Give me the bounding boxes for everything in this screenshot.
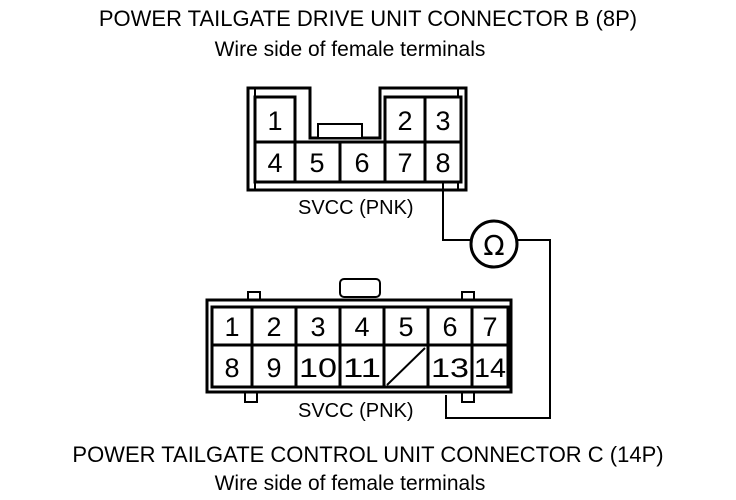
- empty-terminal-slash: [386, 347, 426, 386]
- connector-b-pin: 1: [267, 106, 282, 136]
- connector-c-cell: [250, 343, 298, 389]
- connector-b-pin: 4: [267, 148, 282, 178]
- connector-c-pin: 8: [224, 353, 239, 383]
- connector-c-pin: 11: [343, 353, 381, 383]
- connector-c-subtitle: Wire side of female terminals: [215, 472, 486, 495]
- connector-b-cell-7: [383, 140, 427, 184]
- connector-c-pin: 6: [442, 312, 457, 342]
- connector-b-pin: 6: [354, 148, 369, 178]
- connector-c-pin: 10: [299, 353, 337, 383]
- meter-probe-wires: [442, 182, 551, 419]
- connector-b-pin: 3: [435, 106, 450, 136]
- ohm-symbol: Ω: [483, 229, 504, 262]
- connector-c-pin: 5: [398, 312, 413, 342]
- connector-b-pin: 7: [397, 148, 412, 178]
- connector-c-pin: 2: [266, 312, 281, 342]
- connector-c-cell: [294, 305, 342, 347]
- connector-c: 1 2 3 4 5 6 7 8 9 10 11 13 14: [205, 278, 513, 403]
- connector-b-pin: 5: [309, 148, 324, 178]
- connector-c-pin: 1: [224, 312, 239, 342]
- connector-c-pin: 7: [482, 312, 497, 342]
- connector-b: 1 2 3 4 5 6 7 8: [246, 86, 468, 192]
- connector-c-wire-label: SVCC (PNK): [298, 400, 414, 422]
- connector-b-pin: 2: [397, 106, 412, 136]
- connector-c-pin: 3: [310, 312, 325, 342]
- connector-b-subtitle: Wire side of female terminals: [215, 38, 486, 61]
- connector-b-cell-5: [293, 140, 342, 184]
- connector-c-pin: 14: [474, 353, 506, 383]
- connector-c-pin: 9: [266, 353, 281, 383]
- connector-c-cell: [382, 305, 430, 347]
- connector-b-cell-6: [338, 140, 387, 184]
- connector-c-latch: [339, 278, 381, 298]
- ohmmeter-icon: Ω: [469, 219, 519, 269]
- connector-b-title: POWER TAILGATE DRIVE UNIT CONNECTOR B (8…: [99, 6, 637, 31]
- connector-c-pin: 13: [431, 353, 469, 383]
- connector-c-pin: 4: [354, 312, 369, 342]
- connector-b-wire-label: SVCC (PNK): [298, 197, 414, 219]
- connector-c-title: POWER TAILGATE CONTROL UNIT CONNECTOR C …: [72, 442, 663, 467]
- connector-c-cell: [470, 343, 510, 389]
- connector-b-pin: 8: [435, 148, 450, 178]
- connector-b-latch: [317, 123, 363, 139]
